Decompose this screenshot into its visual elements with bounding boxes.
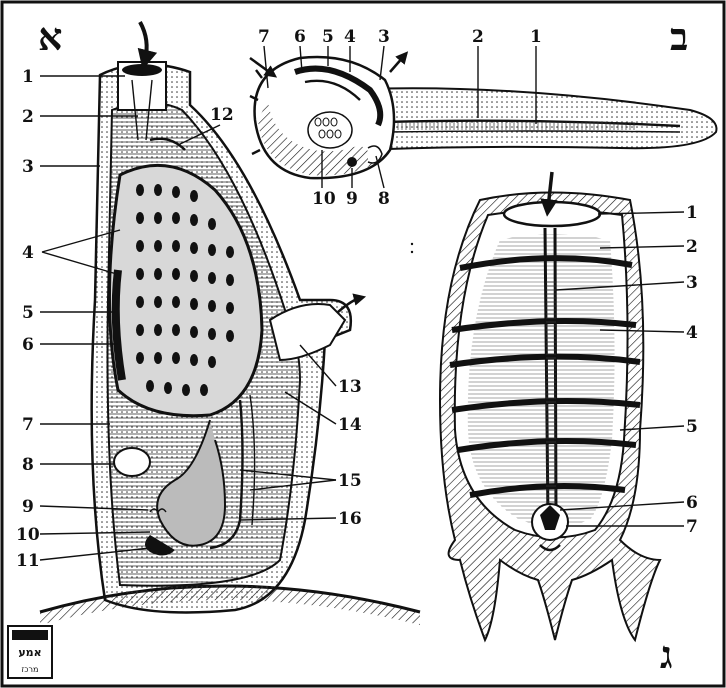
label-bet-1: 1 xyxy=(530,27,542,47)
logo-text-top: אמע xyxy=(18,646,41,659)
label-bet-5: 5 xyxy=(322,27,334,47)
label-alef-16: 16 xyxy=(338,509,362,529)
panel-gimel-drawing xyxy=(440,172,660,640)
label-alef-6: 6 xyxy=(22,335,34,355)
label-alef-13: 13 xyxy=(338,377,362,397)
label-alef-2: 2 xyxy=(22,107,34,127)
panel-alef-letter: א xyxy=(38,14,62,59)
panel-gimel-labels: 1 2 3 4 5 6 7 xyxy=(686,203,698,537)
label-alef-11: 11 xyxy=(16,551,40,571)
logo-text-bottom: מרכז xyxy=(22,665,39,674)
label-gimel-3: 3 xyxy=(686,273,698,293)
label-alef-14: 14 xyxy=(338,415,362,435)
label-gimel-5: 5 xyxy=(686,417,698,437)
label-alef-3: 3 xyxy=(22,157,34,177)
label-bet-3: 3 xyxy=(378,27,390,47)
separator-dots xyxy=(411,243,413,253)
label-bet-9: 9 xyxy=(346,189,358,209)
label-alef-15: 15 xyxy=(338,471,362,491)
label-bet-7: 7 xyxy=(258,27,270,47)
label-alef-10: 10 xyxy=(16,525,40,545)
label-bet-8: 8 xyxy=(378,189,390,209)
publisher-logo: אמע מרכז xyxy=(8,626,52,678)
panel-gimel-letter: ג xyxy=(660,632,673,677)
label-gimel-7: 7 xyxy=(686,517,698,537)
label-gimel-4: 4 xyxy=(686,323,698,343)
label-bet-10: 10 xyxy=(312,189,336,209)
panel-bet-letter: ב xyxy=(670,14,688,59)
label-bet-2: 2 xyxy=(472,27,484,47)
label-alef-12: 12 xyxy=(210,105,234,125)
panel-bet-drawing xyxy=(250,56,716,178)
label-alef-8: 8 xyxy=(22,455,34,475)
label-alef-5: 5 xyxy=(22,303,34,323)
label-alef-9: 9 xyxy=(22,497,34,517)
label-bet-4: 4 xyxy=(344,27,356,47)
label-gimel-2: 2 xyxy=(686,237,698,257)
label-bet-6: 6 xyxy=(294,27,306,47)
label-alef-1: 1 xyxy=(22,67,34,87)
label-gimel-6: 6 xyxy=(686,493,698,513)
label-alef-7: 7 xyxy=(22,415,34,435)
label-alef-4: 4 xyxy=(22,243,34,263)
label-gimel-1: 1 xyxy=(686,203,698,223)
